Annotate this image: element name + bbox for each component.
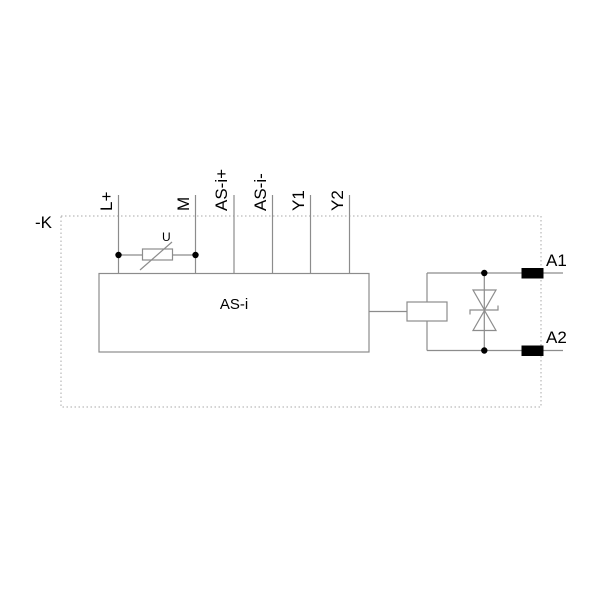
junction-dot-a1	[481, 269, 488, 277]
asi-block-label: AS-i	[219, 296, 249, 313]
varistor-label: U	[162, 230, 171, 244]
varistor-diagonal-stroke	[139, 241, 173, 271]
terminal-block-a1	[521, 268, 544, 279]
suppressor-diode-lower-triangle	[471, 309, 498, 332]
terminal-label-asi-plus: AS-i+	[212, 168, 231, 211]
junction-dot-m	[192, 251, 199, 259]
terminal-label-a1: A1	[546, 251, 567, 270]
terminal-label-y2: Y2	[327, 190, 347, 211]
device-boundary-box	[60, 215, 542, 408]
junction-dot-l-plus	[115, 251, 122, 259]
terminal-label-l-plus: L+	[96, 191, 116, 211]
junction-dot-a2	[481, 347, 488, 354]
suppressor-diode-z-bar	[469, 305, 499, 315]
terminal-label-asi-minus: AS-i-	[250, 173, 270, 211]
terminal-label-m: M	[173, 196, 193, 211]
asi-block-box	[98, 272, 370, 353]
terminal-block-a2	[521, 345, 544, 356]
relay-coil-box	[406, 301, 448, 322]
terminal-label-y1: Y1	[288, 190, 308, 211]
terminal-label-a2: A2	[546, 328, 567, 347]
device-reference-label: -K	[35, 213, 52, 232]
suppressor-diode-upper-triangle	[471, 289, 498, 312]
